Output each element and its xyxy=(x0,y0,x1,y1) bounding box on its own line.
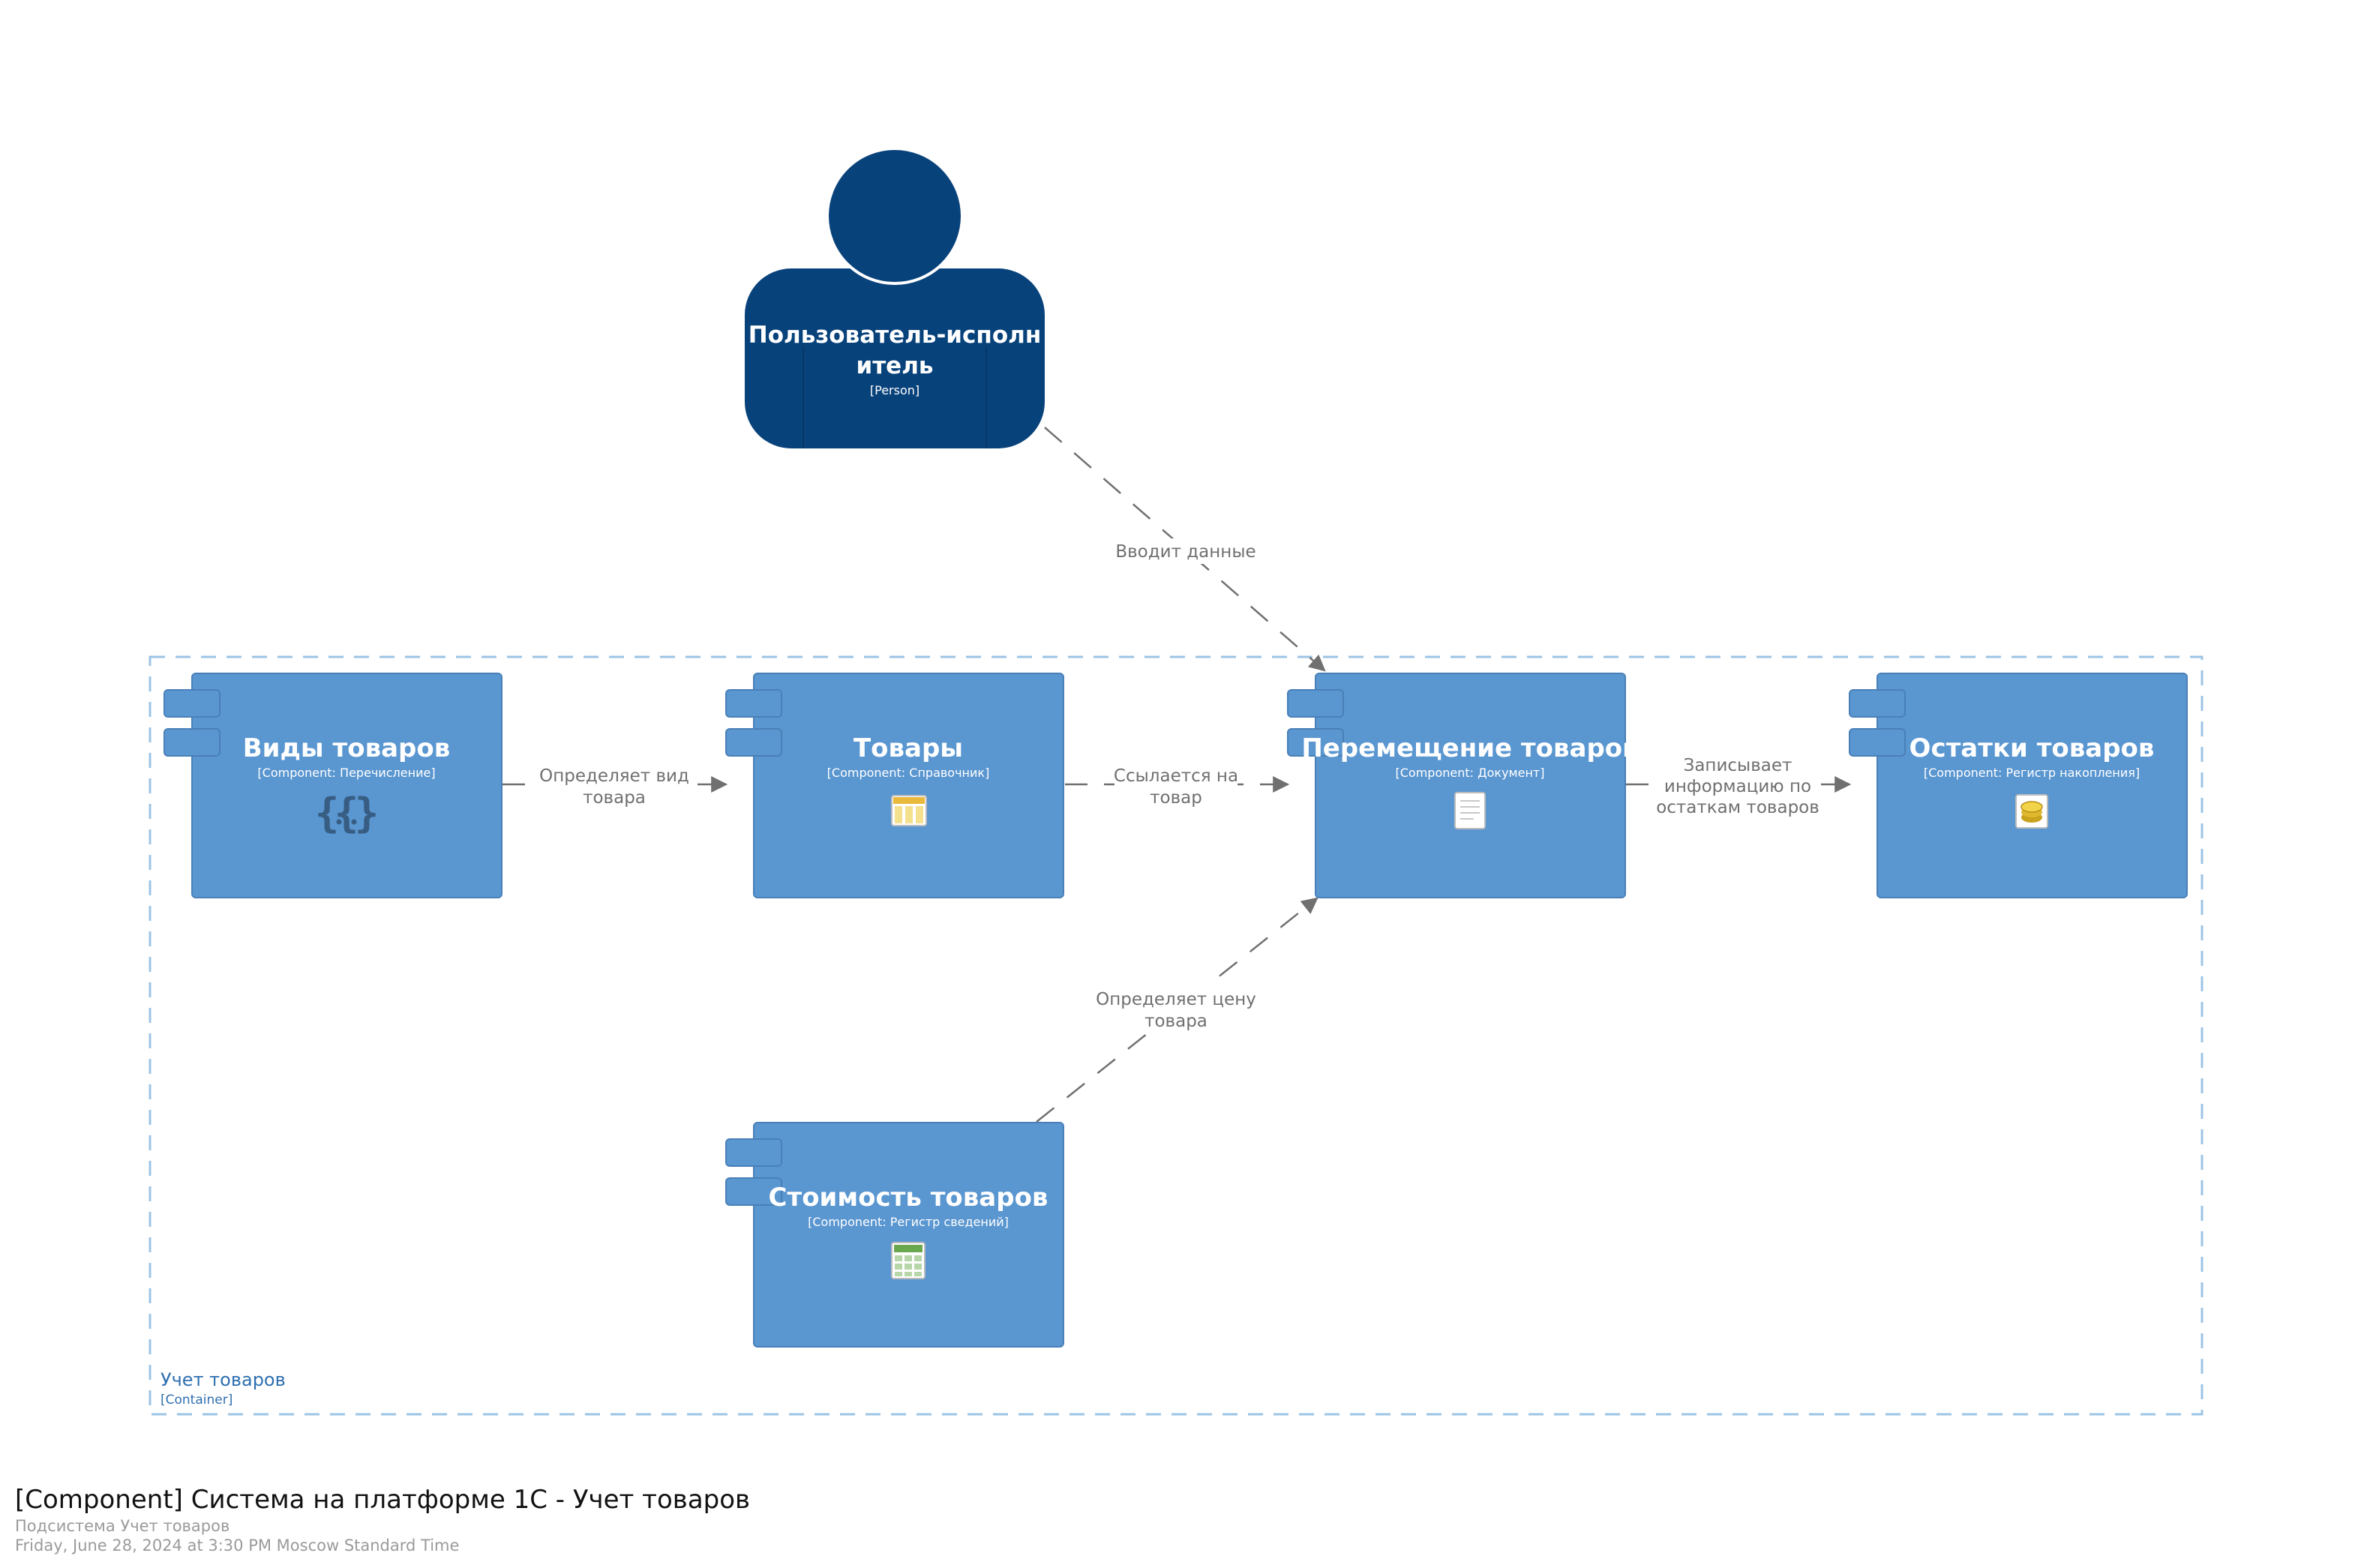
label-opredelyaet-vid-1: Определяет вид xyxy=(539,766,689,786)
person-name-1: Пользователь-исполн xyxy=(748,322,1042,349)
document-icon xyxy=(1454,792,1486,829)
label-opredelyaet-vid-2: товара xyxy=(583,788,646,808)
component-name: Стоимость товаров xyxy=(769,1183,1048,1213)
component-tab-top xyxy=(1287,689,1344,718)
boundary-type: [Container] xyxy=(160,1393,232,1408)
edge-opredelyaet-tsenu[interactable] xyxy=(1036,897,1318,1123)
label-vvodit: Вводит данные xyxy=(1115,542,1256,562)
component-name: Остатки товаров xyxy=(1910,733,2155,763)
diagram-title: [Component] Система на платформе 1С - Уч… xyxy=(15,1485,751,1515)
person-head xyxy=(826,147,964,285)
label-ssylaetsya-2: товар xyxy=(1150,788,1202,808)
accumulation-register-icon xyxy=(2015,794,2048,829)
component-tab-bottom xyxy=(725,728,782,757)
person-type: [Person] xyxy=(870,383,920,397)
component-type: [Component: Регистр сведений] xyxy=(808,1215,1009,1229)
label-zapisyvaet-1: Записывает xyxy=(1684,756,1792,775)
component-ostatki-tovarov[interactable]: Остатки товаров [Component: Регистр нако… xyxy=(1849,673,2188,898)
component-type: [Component: Справочник] xyxy=(827,766,990,780)
component-tab-bottom xyxy=(1849,728,1906,757)
label-ssylaetsya-1: Ссылается на xyxy=(1114,766,1238,786)
component-vidy-tovarov[interactable]: Виды товаров [Component: Перечисление] {… xyxy=(164,673,502,898)
boundary-name: Учет товаров xyxy=(160,1369,286,1390)
person-name-2: итель xyxy=(856,352,933,379)
component-name: Виды товаров xyxy=(243,733,451,763)
component-type: [Component: Документ] xyxy=(1396,766,1545,780)
component-name: Перемещение товаров xyxy=(1301,733,1638,763)
diagram-subtitle: Подсистема Учет товаров xyxy=(15,1517,230,1535)
diagram-footer: [Component] Система на платформе 1С - Уч… xyxy=(15,1483,1215,1555)
component-stoimost-tovarov[interactable]: Стоимость товаров [Component: Регистр св… xyxy=(725,1122,1064,1348)
label-opredelyaet-tsenu-1: Определяет цену xyxy=(1096,990,1256,1009)
relations xyxy=(502,427,1852,1123)
enum-braces-icon: { { } xyxy=(315,790,380,837)
component-tab-top xyxy=(725,1138,782,1167)
information-register-icon xyxy=(891,1242,926,1279)
component-tab-top xyxy=(164,689,220,718)
component-name: Товары xyxy=(854,733,963,763)
component-tab-bottom xyxy=(1287,728,1344,757)
svg-text:{: { xyxy=(334,790,359,837)
person-user[interactable]: Пользователь-исполн итель [Person] xyxy=(745,147,1045,448)
svg-text:{: { xyxy=(315,790,340,837)
component-peremeshchenie-tovarov[interactable]: Перемещение товаров [Component: Документ… xyxy=(1287,673,1639,898)
container-boundary: Учет товаров [Container] xyxy=(148,655,2204,1416)
component-tab-bottom xyxy=(164,728,220,757)
label-opredelyaet-tsenu-2: товара xyxy=(1144,1012,1208,1031)
diagram-timestamp: Friday, June 28, 2024 at 3:30 PM Moscow … xyxy=(15,1537,460,1555)
component-tab-top xyxy=(1849,689,1906,718)
component-tab-top xyxy=(725,689,782,718)
svg-text:}: } xyxy=(355,790,380,837)
component-tab-bottom xyxy=(725,1177,782,1206)
relation-labels: Вводит данные Определяет вид товара Ссыл… xyxy=(539,538,1821,1032)
catalog-table-icon xyxy=(891,795,927,826)
label-zapisyvaet-2: информацию по xyxy=(1664,777,1811,796)
label-zapisyvaet-3: остаткам товаров xyxy=(1656,798,1820,817)
component-type: [Component: Регистр накопления] xyxy=(1924,766,2140,780)
component-type: [Component: Перечисление] xyxy=(257,766,435,780)
component-tovary[interactable]: Товары [Component: Справочник] xyxy=(725,673,1064,898)
